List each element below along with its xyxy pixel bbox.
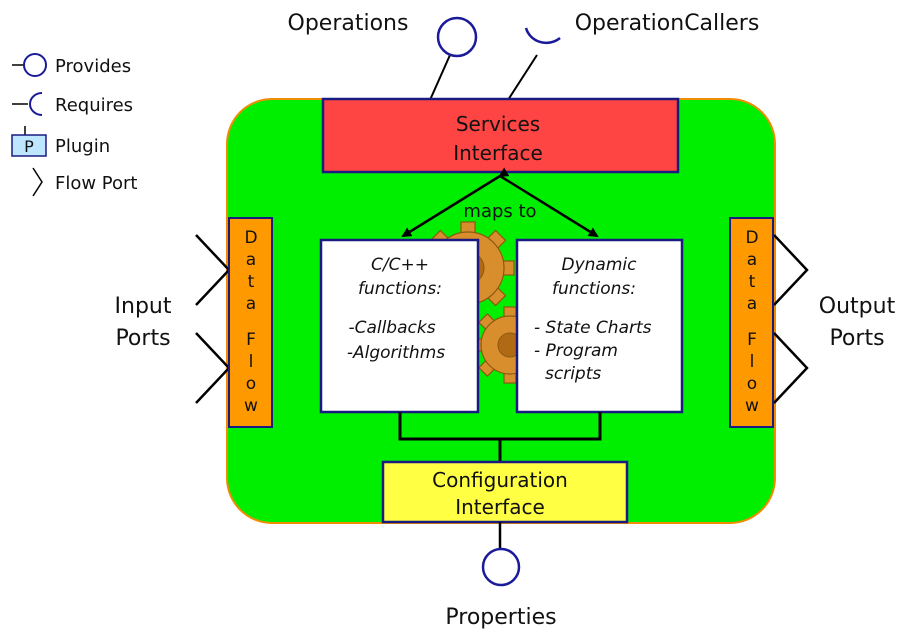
operation-callers-connector xyxy=(507,54,538,101)
operation-callers-required-port-icon xyxy=(524,27,561,45)
cpp-box-line3: -Callbacks xyxy=(348,318,435,338)
data-flow-letter: l xyxy=(249,352,254,372)
legend-plugin-label: Plugin xyxy=(55,136,110,157)
operations-connector xyxy=(429,54,451,101)
maps-to-label: maps to xyxy=(463,201,536,222)
data-flow-input-bar: D a t a F l o w xyxy=(228,217,273,428)
data-flow-letter: t xyxy=(749,272,756,292)
legend-flow-port-label: Flow Port xyxy=(55,173,138,194)
data-flow-letter: a xyxy=(246,294,256,314)
plugin-icon: P xyxy=(11,126,47,157)
dynamic-functions-box: Dynamic functions: - State Charts - Prog… xyxy=(515,238,684,414)
data-flow-letter: o xyxy=(747,374,757,394)
cpp-box-line1: C/C++ xyxy=(371,255,429,275)
configuration-interface-line2: Interface xyxy=(455,495,545,519)
output-flow-ports xyxy=(773,234,809,404)
data-flow-letter: a xyxy=(747,250,757,270)
output-flow-port-icon xyxy=(773,234,809,306)
services-interface-line2: Interface xyxy=(453,141,543,165)
dynamic-box-line5: scripts xyxy=(545,364,601,384)
data-flow-letter: w xyxy=(745,396,759,416)
dynamic-box-line1: Dynamic xyxy=(562,255,638,275)
data-flow-letter: a xyxy=(747,294,757,314)
services-interface-box: Services Interface xyxy=(321,97,680,174)
provides-icon xyxy=(12,53,47,77)
data-flow-letter: D xyxy=(244,228,257,248)
input-flow-ports xyxy=(195,234,231,404)
data-flow-letter: D xyxy=(745,228,758,248)
legend-requires-label: Requires xyxy=(55,95,133,116)
output-flow-port-icon xyxy=(773,332,809,404)
dynamic-box-line2: functions: xyxy=(552,279,636,299)
flow-port-icon xyxy=(32,167,43,197)
data-flow-letter: t xyxy=(248,272,255,292)
configuration-connector xyxy=(398,412,602,462)
output-ports-label-line1: Output xyxy=(819,294,896,319)
operations-provided-port-icon xyxy=(436,16,478,58)
maps-to-arrow-right xyxy=(499,174,599,238)
properties-label: Properties xyxy=(445,605,556,630)
cpp-box-line2: functions: xyxy=(358,279,442,299)
operations-label: Operations xyxy=(288,11,409,36)
data-flow-letter: F xyxy=(747,330,757,350)
legend-provides-label: Provides xyxy=(55,56,131,77)
maps-to-arrow-left xyxy=(401,167,510,238)
input-ports-label-line1: Input xyxy=(115,294,172,319)
data-flow-letter: o xyxy=(246,374,256,394)
data-flow-output-bar: D a t a F l o w xyxy=(729,217,774,428)
legend: Provides Requires P Plugin Flow Port xyxy=(11,53,138,197)
configuration-interface-box: Configuration Interface xyxy=(381,460,629,524)
cpp-functions-box: C/C++ functions: -Callbacks -Algorithms xyxy=(319,238,480,414)
plugin-box-letter: P xyxy=(24,137,34,156)
input-ports-label-line2: Ports xyxy=(115,326,170,351)
data-flow-letter: w xyxy=(244,396,258,416)
input-flow-port-icon xyxy=(195,234,231,306)
properties-provided-port-icon xyxy=(481,547,521,587)
dynamic-box-line4: - Program xyxy=(534,341,618,361)
data-flow-letter: F xyxy=(246,330,256,350)
configuration-interface-line1: Configuration xyxy=(432,468,568,492)
data-flow-letter: l xyxy=(750,352,755,372)
dynamic-box-line3: - State Charts xyxy=(534,318,652,338)
requires-icon xyxy=(12,92,43,116)
operation-callers-label: OperationCallers xyxy=(575,11,760,36)
output-ports-label-line2: Ports xyxy=(829,326,884,351)
data-flow-letter: a xyxy=(246,250,256,270)
services-interface-line1: Services xyxy=(456,112,540,136)
input-flow-port-icon xyxy=(195,332,231,404)
cpp-box-line4: -Algorithms xyxy=(347,343,445,363)
